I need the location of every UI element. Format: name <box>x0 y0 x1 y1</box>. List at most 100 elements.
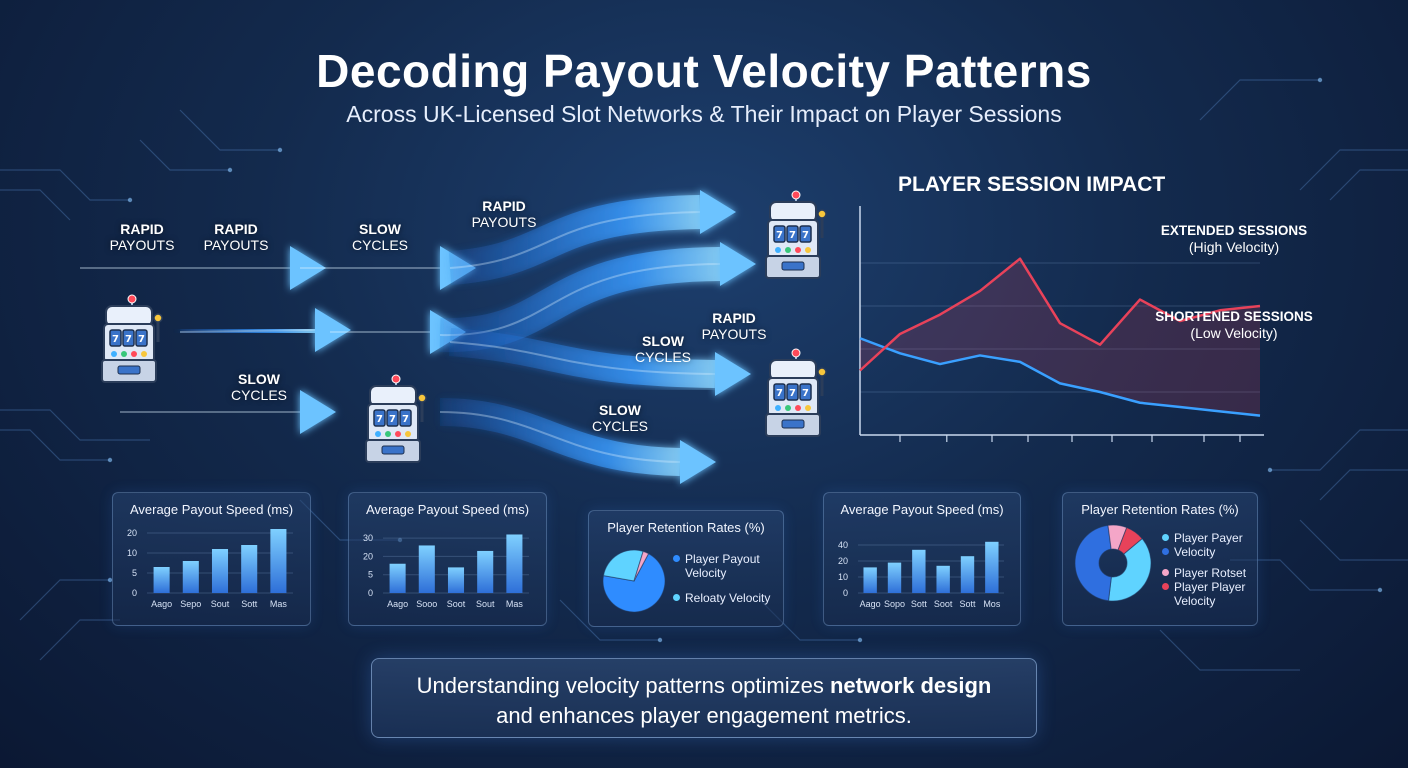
slot-light <box>127 294 137 304</box>
retention-panel-2: Player Retention Rates (%) Player Payer … <box>1062 492 1258 626</box>
circuit-node <box>857 637 863 643</box>
footer-summary: Understanding velocity patterns optimize… <box>371 658 1037 738</box>
legend-dot <box>673 555 680 562</box>
flow-arrow <box>439 398 681 476</box>
page-subtitle: Across UK-Licensed Slot Networks & Their… <box>346 101 1062 127</box>
retention-donut-chart <box>1074 524 1152 602</box>
panel-title: Average Payout Speed (ms) <box>365 502 530 517</box>
retention-panel-1: Player Retention Rates (%) Player Payout… <box>588 510 784 627</box>
slot-button <box>795 247 801 253</box>
bar-category-label: Sott <box>959 599 976 609</box>
circuit-node <box>107 457 113 463</box>
bar <box>936 565 950 593</box>
flow-arrow-highlight <box>449 211 701 269</box>
bar-category-label: Sooo <box>416 599 437 609</box>
circuit-line <box>139 139 230 171</box>
legend-dot <box>1162 583 1169 590</box>
slot-button <box>111 351 117 357</box>
page-title: Decoding Payout Velocity Patterns <box>316 45 1092 97</box>
bar <box>182 561 199 593</box>
impact-area <box>860 258 1260 416</box>
flow-arrow <box>448 195 701 285</box>
panel-title: Average Payout Speed (ms) <box>129 502 294 517</box>
slot-reel <box>799 383 812 401</box>
pie-slice <box>1117 526 1143 555</box>
bar-category-label: Aago <box>387 599 408 609</box>
slot-button <box>141 351 147 357</box>
slot-tray <box>381 445 405 455</box>
flow-arrow <box>448 328 716 388</box>
extended-sessions-line <box>859 257 1261 372</box>
legend-dot <box>1162 534 1169 541</box>
slot-reel <box>799 225 812 243</box>
circuit-line <box>39 619 120 661</box>
slot-reel-symbol: 7 <box>789 230 796 241</box>
circuit-node <box>1317 77 1323 83</box>
bar-category-label: Sepo <box>180 599 201 609</box>
velocity-flow-diagram <box>80 190 756 484</box>
slot-button <box>785 405 791 411</box>
circuit-node <box>227 167 233 173</box>
slot-reel <box>773 383 786 401</box>
footer-emphasis: network design <box>829 673 992 698</box>
circuit-line <box>179 109 280 151</box>
slot-button <box>805 247 811 253</box>
flow-arrow <box>179 315 316 347</box>
impact-chart-title: PLAYER SESSION IMPACT <box>898 173 1166 196</box>
bar <box>477 550 494 593</box>
circuit-line <box>19 579 110 621</box>
slot-button <box>775 405 781 411</box>
bar-y-tick-label: 0 <box>132 588 137 598</box>
slot-reel-symbol: 7 <box>776 230 783 241</box>
bar-category-label: Mas <box>506 599 524 609</box>
bar-category-label: Aago <box>860 599 881 609</box>
bar <box>506 534 523 593</box>
slot-button <box>405 431 411 437</box>
pie-slice <box>1074 524 1112 602</box>
pie-slice <box>602 552 666 613</box>
pie-slice <box>633 550 650 582</box>
slot-button <box>131 351 137 357</box>
slot-button <box>121 351 127 357</box>
slot-button <box>785 247 791 253</box>
legend-item: Velocity <box>1162 545 1215 559</box>
footer-line-1: Understanding velocity patterns optimize… <box>416 673 992 698</box>
bar-category-label: Soot <box>447 599 466 609</box>
bar <box>447 567 465 593</box>
slot-button <box>375 431 381 437</box>
flow-arrow-highlight <box>179 329 316 333</box>
bar-y-tick-label: 0 <box>368 588 373 598</box>
flow-arrow-head <box>715 352 751 396</box>
slot-reel-symbol: 7 <box>802 230 809 241</box>
slot-light <box>791 190 801 200</box>
flow-arrow-head <box>720 242 756 286</box>
flow-arrow-highlight <box>449 341 716 375</box>
flow-arrow-head <box>680 440 716 484</box>
slot-reel-symbol: 7 <box>138 334 145 345</box>
circuit-line <box>1299 519 1408 561</box>
bar-y-tick-label: 20 <box>363 551 373 561</box>
bar-category-label: Aago <box>151 599 172 609</box>
panel-title: Player Retention Rates (%) <box>607 520 765 535</box>
bar <box>418 545 435 593</box>
circuit-node <box>1267 467 1273 473</box>
slot-lever-knob <box>817 209 827 219</box>
slot-reel-symbol: 7 <box>389 414 396 425</box>
bar-category-label: Sout <box>211 599 230 609</box>
slot-button <box>385 431 391 437</box>
shortened-sessions-line <box>859 337 1261 417</box>
bar-y-tick-label: 0 <box>843 588 848 598</box>
flow-arrow-head <box>700 190 736 234</box>
